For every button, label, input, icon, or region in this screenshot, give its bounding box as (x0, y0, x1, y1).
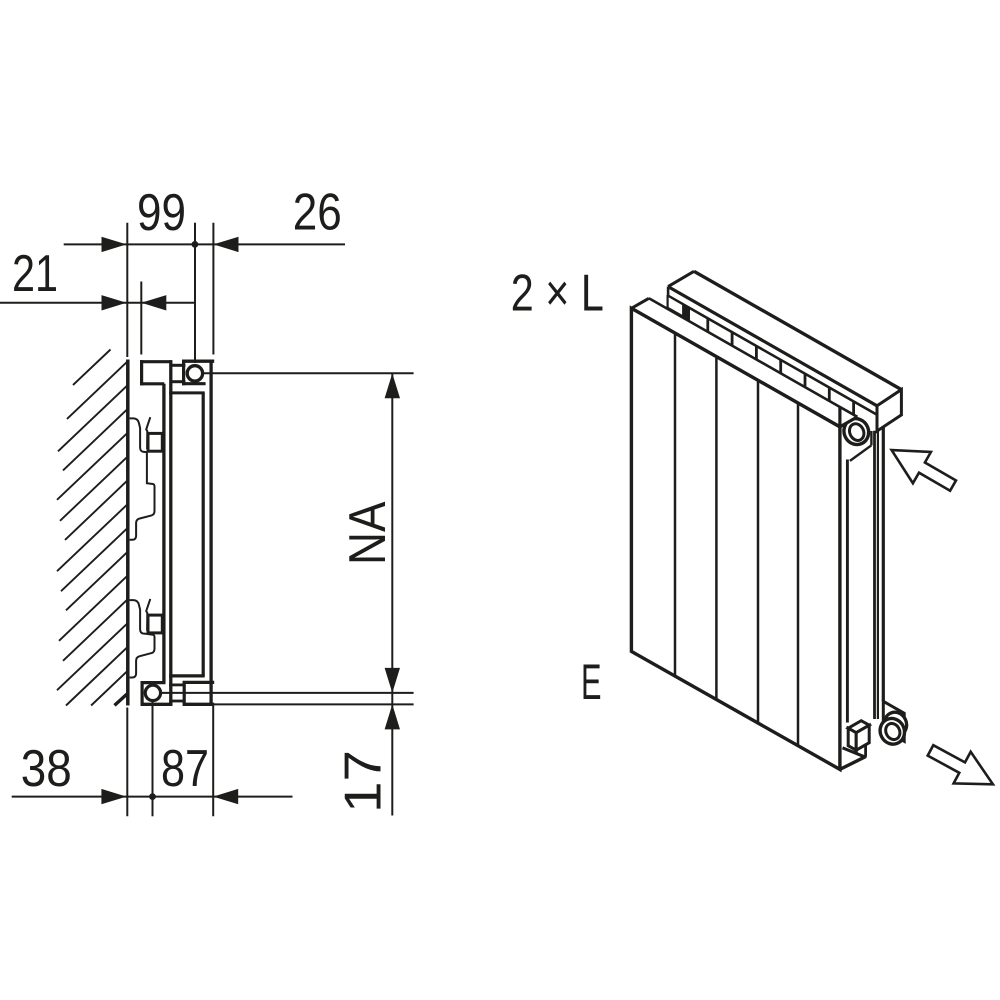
svg-text:21: 21 (12, 245, 58, 303)
svg-text:2 × L: 2 × L (511, 265, 604, 323)
svg-text:17: 17 (335, 750, 393, 813)
svg-text:38: 38 (21, 740, 72, 798)
svg-text:E: E (581, 654, 602, 710)
svg-text:NA: NA (339, 501, 397, 565)
svg-text:87: 87 (161, 740, 209, 798)
svg-text:26: 26 (293, 184, 342, 242)
svg-text:99: 99 (137, 184, 186, 242)
